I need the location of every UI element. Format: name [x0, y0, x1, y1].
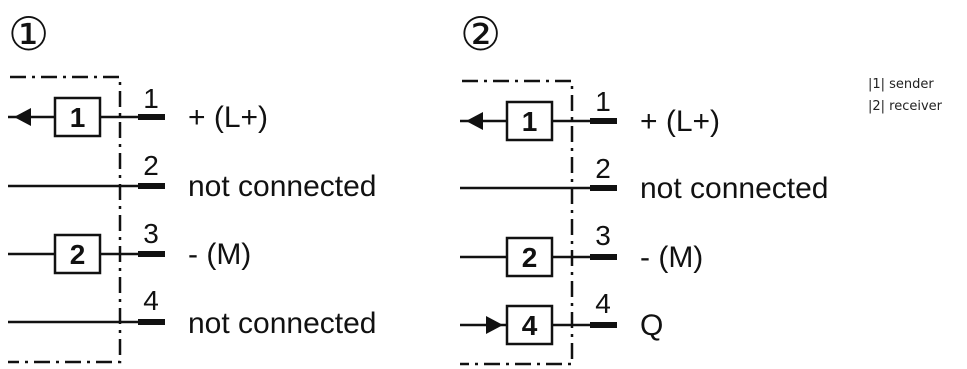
diagram-1-row-4: 4 not connected: [8, 285, 376, 340]
diagram-1-housing: [8, 75, 122, 364]
pin-number: 1: [595, 86, 611, 117]
component-box-label: 2: [70, 239, 86, 270]
diagram-2-row-2: 2 not connected: [460, 153, 828, 205]
diagram-2-row-3: 2 3 - (M): [460, 220, 703, 278]
diagram-2: ② 1 1 + (L+) 2 not connected 2: [460, 8, 828, 366]
component-box-label: 2: [522, 242, 538, 273]
diagram-1-row-3: 2 3 - (M): [8, 218, 251, 275]
component-box: [53, 233, 102, 275]
pin-number: 2: [143, 150, 159, 181]
pin-number: 3: [143, 218, 159, 249]
pin-label: + (L+): [640, 105, 720, 138]
legend-item-sender: |1| sender: [868, 77, 934, 92]
pin-label: - (M): [188, 238, 251, 271]
pin-number: 4: [595, 288, 611, 319]
pin-number: 4: [143, 285, 159, 316]
diagram-2-row-1: 1 1 + (L+): [460, 86, 720, 142]
arrow-out-icon: [14, 108, 31, 126]
pin-label: + (L+): [188, 101, 268, 134]
pin-label: - (M): [640, 241, 703, 274]
component-box-label: 4: [522, 310, 538, 341]
arrow-out-icon: [466, 112, 483, 130]
pin-number: 3: [595, 220, 611, 251]
diagram-1-marker: ①: [8, 8, 49, 60]
legend-item-receiver: |2| receiver: [868, 99, 943, 114]
pin-label: not connected: [188, 170, 376, 203]
component-box-label: 1: [70, 102, 86, 133]
diagram-1-row-2: 2 not connected: [8, 150, 376, 203]
pin-number: 2: [595, 153, 611, 184]
pin-label: not connected: [188, 307, 376, 340]
diagram-1: ① 1 1 + (L+) 2 not connected 2: [8, 8, 376, 364]
pin-number: 1: [143, 83, 159, 114]
diagram-2-row-4: 4 4 Q: [460, 288, 663, 346]
pin-label: not connected: [640, 172, 828, 205]
pin-label: Q: [640, 309, 663, 342]
diagram-2-housing: [460, 79, 574, 366]
component-box: [505, 236, 554, 278]
component-box-label: 1: [522, 106, 538, 137]
diagram-2-marker: ②: [460, 8, 501, 60]
diagram-1-row-1: 1 1 + (L+): [8, 83, 268, 138]
legend: |1| sender |2| receiver: [868, 74, 942, 118]
arrow-in-icon: [486, 316, 503, 334]
component-box: [505, 304, 554, 346]
